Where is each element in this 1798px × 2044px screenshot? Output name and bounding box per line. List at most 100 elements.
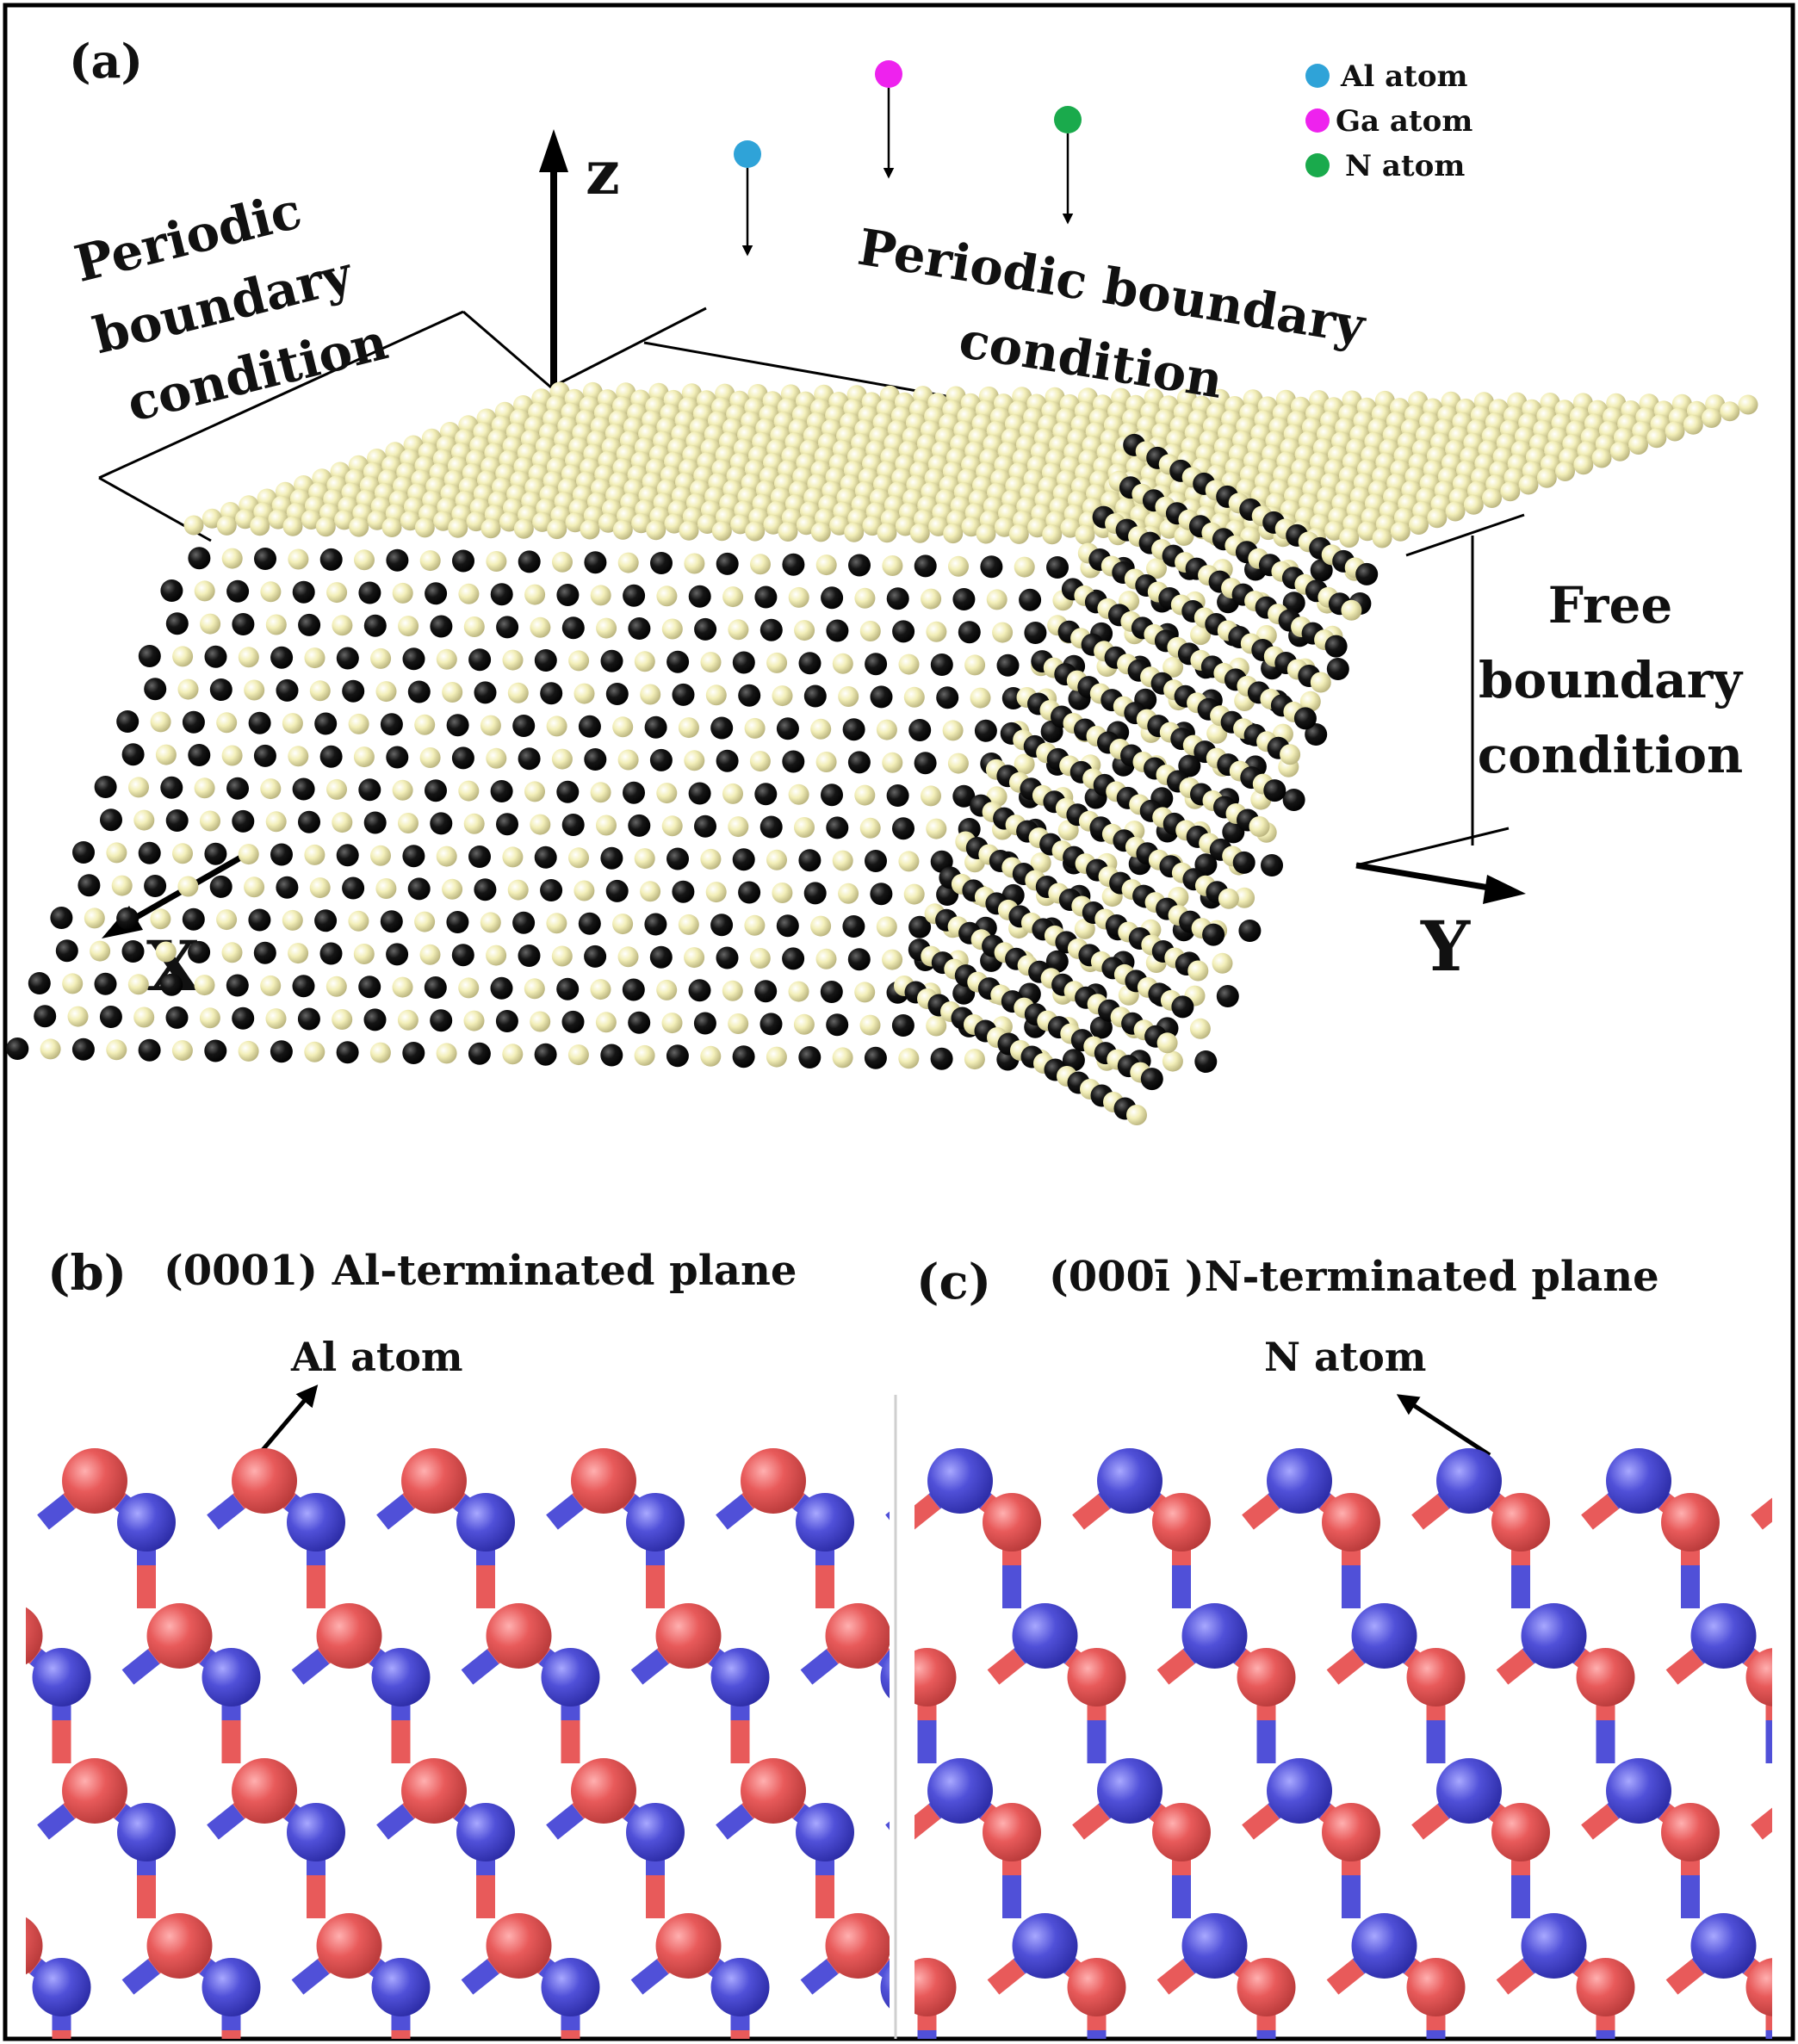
bond-half <box>546 1494 584 1530</box>
slab-atom <box>617 749 639 771</box>
slab-atom <box>182 907 205 931</box>
slab-atom <box>886 784 909 807</box>
slab-atom <box>1212 952 1233 974</box>
bond-half <box>1496 1649 1534 1685</box>
lattice-atom <box>914 1648 957 1706</box>
slab-atom <box>177 678 199 700</box>
slab-atom <box>891 1014 914 1037</box>
slab-atom <box>502 649 524 671</box>
legend-n-text: N atom <box>1345 149 1465 183</box>
slab-atom <box>436 648 457 670</box>
slab-atom <box>672 683 695 706</box>
slab-atom <box>1390 521 1410 542</box>
slab-atom <box>480 912 501 933</box>
y-axis-label: Y <box>1420 906 1471 987</box>
slab-atom <box>414 911 436 932</box>
slab-atom <box>568 847 589 869</box>
slab-atom <box>728 816 749 838</box>
slab-atom <box>358 581 381 604</box>
slab-atom <box>534 1043 557 1066</box>
slab-atom <box>216 909 238 931</box>
slab-atom <box>72 841 95 864</box>
slab-atom <box>952 784 976 808</box>
slab-atom <box>1324 635 1348 658</box>
slab-atom <box>386 746 409 769</box>
slab-atom <box>1591 448 1612 468</box>
right-boundary-line-1: Free <box>1548 576 1673 635</box>
slab-atom <box>1280 744 1301 765</box>
slab-atom <box>964 1049 985 1070</box>
lattice-atom <box>1097 1758 1162 1824</box>
slab-atom <box>265 1008 287 1030</box>
slab-atom <box>821 784 843 807</box>
slab-atom <box>270 1040 293 1063</box>
slab-atom <box>711 521 732 542</box>
slab-atom <box>336 844 359 867</box>
lattice-atom <box>880 1966 890 2009</box>
slab-atom <box>886 587 909 610</box>
slab-atom <box>375 681 397 703</box>
lattice-atom <box>1067 1958 1126 2016</box>
slab-atom <box>728 619 749 641</box>
slab-atom <box>458 977 480 999</box>
bond-half <box>1242 1494 1280 1530</box>
lattice-atom <box>146 1913 213 1979</box>
slab-atom <box>864 1046 887 1069</box>
slab-atom <box>486 747 507 769</box>
slab-atom <box>402 845 425 868</box>
slab-atom <box>561 814 585 836</box>
slab-atom <box>486 945 507 966</box>
slab-atom <box>842 718 865 741</box>
slab-atom <box>380 910 403 933</box>
slab-atom <box>832 850 853 871</box>
slab-atom <box>930 1047 953 1070</box>
slab-atom <box>363 811 387 834</box>
bond-half <box>37 1494 75 1530</box>
bond-half <box>987 1959 1026 1995</box>
slab-atom <box>221 548 243 569</box>
lattice-atom <box>1351 1913 1417 1979</box>
slab-atom <box>244 679 265 701</box>
slab-atom <box>381 517 402 537</box>
slab-atom <box>1518 474 1539 495</box>
lattice-atom <box>1745 1958 1772 2016</box>
slab-atom <box>6 1037 29 1060</box>
bond-half <box>291 1649 330 1685</box>
slab-atom <box>397 1009 418 1031</box>
slab-atom <box>474 878 497 901</box>
slab-atom <box>358 976 381 999</box>
slab-atom <box>1305 723 1328 746</box>
slab-atom <box>661 1013 683 1034</box>
slab-atom <box>565 512 586 533</box>
slab-atom <box>688 979 711 1002</box>
n-atom-icon <box>1305 153 1330 177</box>
y-axis <box>1355 862 1495 892</box>
slab-atom <box>732 1045 755 1068</box>
slab-atom <box>612 716 634 738</box>
slab-atom <box>546 913 567 934</box>
slab-atom <box>425 779 447 802</box>
slab-atom <box>451 944 474 967</box>
slab-atom <box>810 915 832 937</box>
slab-atom <box>859 1014 881 1036</box>
slab-atom <box>304 1041 326 1062</box>
slab-atom <box>254 548 276 570</box>
slab-atom <box>551 945 573 967</box>
panel-b-title: (0001) Al-terminated plane <box>164 1247 797 1295</box>
slab-atom <box>398 813 418 833</box>
slab-atom <box>921 785 941 807</box>
slab-atom <box>414 517 435 538</box>
lattice-atom <box>1237 1648 1296 1706</box>
slab-atom <box>348 910 369 932</box>
slab-atom <box>766 652 788 673</box>
slab-atom <box>128 777 149 798</box>
slab-atom <box>649 748 673 771</box>
slab-atom <box>367 510 388 530</box>
slab-atom <box>221 942 243 963</box>
slab-atom <box>468 648 492 672</box>
slab-atom <box>534 845 557 869</box>
slab-atom <box>150 908 171 930</box>
slab-atom <box>1310 672 1331 693</box>
slab-atom <box>798 652 822 675</box>
slab-atom <box>1282 592 1305 615</box>
